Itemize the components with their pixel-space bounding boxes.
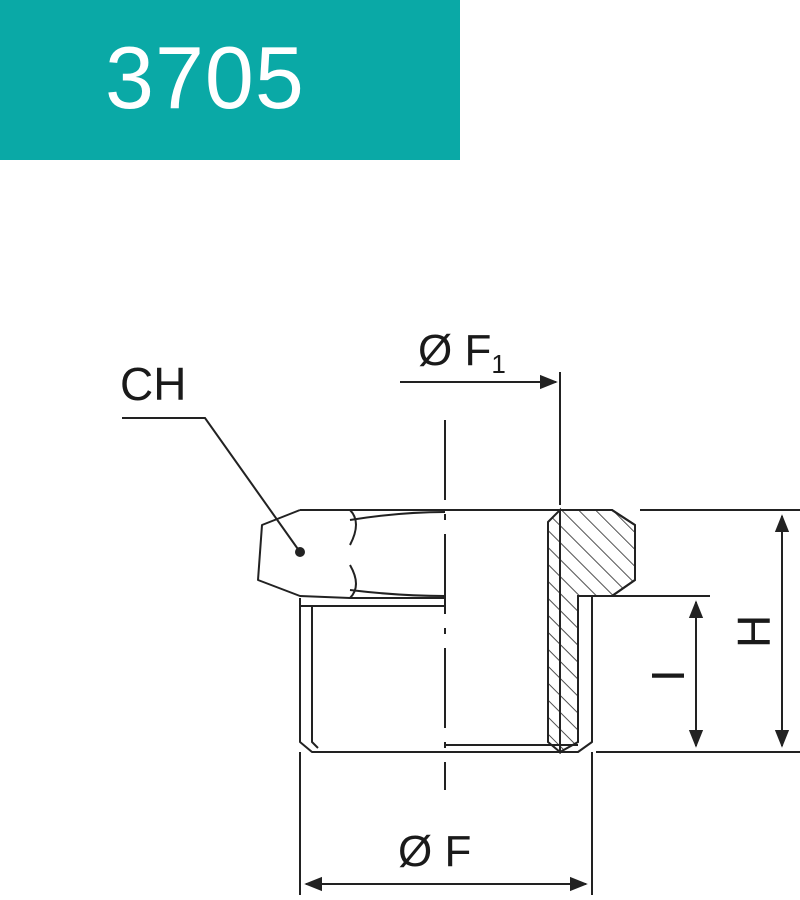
label-ch: CH [120, 358, 186, 410]
hex-facet-lines [349, 511, 446, 597]
label-diameter-f1: Ø F1 [418, 326, 506, 379]
product-code-banner: 3705 [0, 0, 460, 160]
hex-facet-curve-top [349, 509, 357, 546]
section-hatch-upper [559, 509, 636, 754]
label-height-h: H [728, 615, 780, 648]
product-code: 3705 [105, 28, 305, 127]
ch-leader-dot [295, 547, 305, 557]
section-hatch-thread [547, 507, 561, 755]
label-length-i: I [642, 669, 694, 682]
label-diameter-f: Ø F [398, 827, 471, 876]
hex-facet-curve-bottom [349, 564, 357, 599]
hex-head-outline [257, 509, 445, 599]
thread-body-left [299, 598, 445, 753]
ch-leader [122, 417, 301, 553]
